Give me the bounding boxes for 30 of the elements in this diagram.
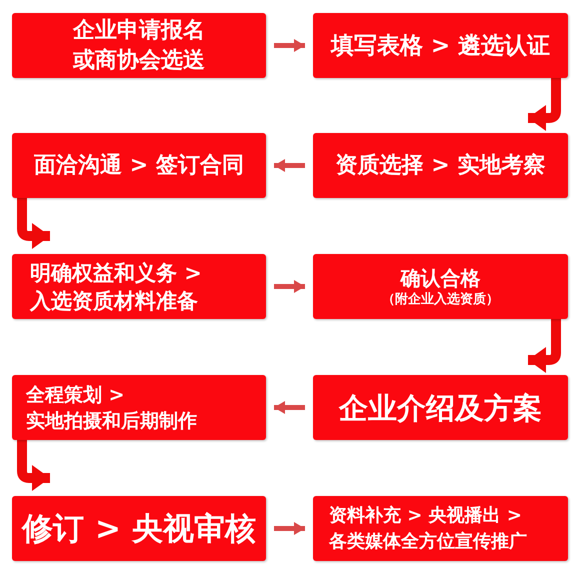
step-text: 修订 > 央视审核 xyxy=(22,510,256,548)
step-text: 全程策划 > 实地拍摄和后期制作 xyxy=(26,382,198,434)
step-text: 资质选择 > 实地考察 xyxy=(336,152,546,180)
process-box xyxy=(313,254,568,319)
process-box xyxy=(12,13,266,78)
step-text: 面洽沟通 > 签订合同 xyxy=(34,152,244,180)
step-text: 填写表格 > 遴选认证 xyxy=(330,32,550,60)
arrow xyxy=(274,159,305,172)
process-box xyxy=(313,496,568,561)
process-box xyxy=(12,254,266,319)
process-box xyxy=(313,133,568,198)
process-box xyxy=(12,133,266,198)
arrow xyxy=(274,522,305,535)
step-text: 企业申请报名或商协会选送 xyxy=(73,16,205,74)
step-text: 明确权益和义务 > 入选资质材料准备 xyxy=(30,260,203,314)
arrow xyxy=(274,39,305,52)
process-box xyxy=(12,375,266,440)
bent-arrow xyxy=(17,198,50,249)
process-box xyxy=(313,375,568,440)
bent-arrow xyxy=(528,319,561,373)
arrow xyxy=(274,401,305,414)
bent-arrow xyxy=(528,78,561,131)
step-text: 确认合格 xyxy=(400,264,480,290)
arrow xyxy=(274,280,305,293)
process-box xyxy=(12,496,266,561)
step-text: 企业介绍及方案 xyxy=(339,390,542,426)
process-box xyxy=(313,13,568,78)
step-text: 资料补充 > 央视播出 > 各类媒体全方位宣传推广 xyxy=(329,504,528,554)
bent-arrow xyxy=(17,440,50,491)
step-note: （附企业入选资质） xyxy=(382,290,499,308)
